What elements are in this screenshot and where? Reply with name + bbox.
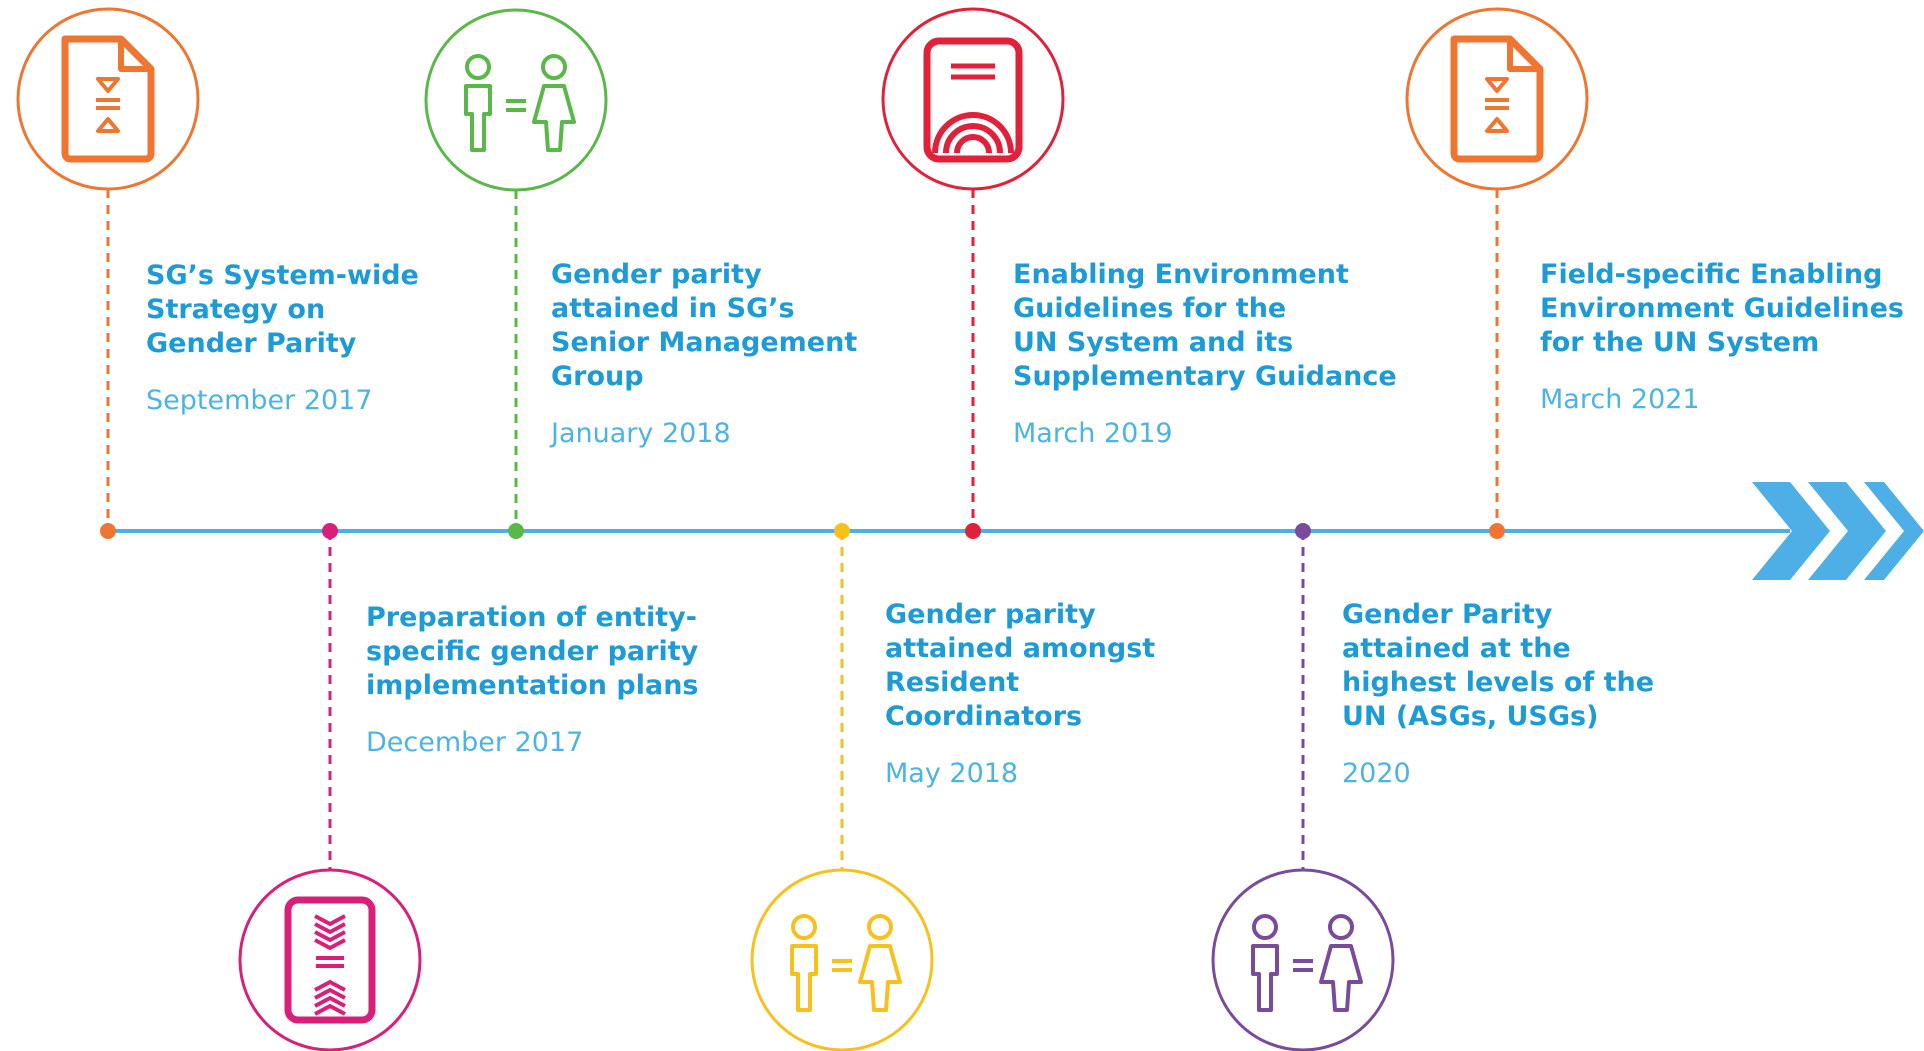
- milestone-dot: [322, 523, 338, 539]
- milestone-dot: [508, 523, 524, 539]
- event-date: September 2017: [146, 385, 373, 416]
- arrow-chevron: [1808, 482, 1886, 580]
- event-date: March 2021: [1540, 384, 1700, 415]
- event-date: January 2018: [551, 418, 731, 449]
- milestone-senior-management: [424, 8, 608, 539]
- event-date: May 2018: [885, 758, 1019, 789]
- event-title: Enabling Environment Guidelines for the …: [1013, 259, 1397, 392]
- event-date: March 2019: [1013, 418, 1173, 449]
- event-title: Gender parity attained amongst Resident …: [885, 599, 1156, 732]
- milestone-enabling-environment: [881, 7, 1065, 539]
- milestone-dot: [1489, 523, 1505, 539]
- event-implementation-plans: Preparation of entity- specific gender p…: [366, 601, 699, 758]
- milestone-implementation-plans: [238, 523, 422, 1051]
- arrow-chevron: [1752, 482, 1830, 580]
- document-icon: [61, 35, 155, 163]
- event-enabling-environment: Enabling Environment Guidelines for the …: [1013, 258, 1397, 449]
- milestone-resident-coordinators: [750, 523, 934, 1051]
- event-date: 2020: [1342, 758, 1411, 789]
- event-title: Field-specific Enabling Environment Guid…: [1540, 259, 1904, 358]
- milestone-field-specific: [1405, 7, 1589, 539]
- milestone-dot: [1295, 523, 1311, 539]
- event-sg-strategy: SG’s System-wide Strategy on Gender Pari…: [146, 259, 419, 416]
- event-title: Preparation of entity- specific gender p…: [366, 602, 699, 701]
- event-title: Gender parity attained in SG’s Senior Ma…: [551, 259, 858, 392]
- event-senior-management: Gender parity attained in SG’s Senior Ma…: [551, 258, 857, 449]
- milestone-dot: [965, 523, 981, 539]
- event-title: Gender Parity attained at the highest le…: [1342, 599, 1655, 732]
- milestone-dot: [834, 523, 850, 539]
- event-date: December 2017: [366, 727, 584, 758]
- event-resident-coordinators: Gender parity attained amongst Resident …: [885, 598, 1155, 789]
- event-title: SG’s System-wide Strategy on Gender Pari…: [146, 260, 419, 359]
- rainbow-document-icon: [923, 37, 1023, 163]
- milestone-sg-strategy: [16, 7, 200, 539]
- milestone-highest-levels: [1211, 523, 1395, 1051]
- gender-parity-icon: [464, 54, 576, 152]
- arrow-chevron: [1864, 482, 1924, 580]
- convergence-document-icon: [284, 896, 376, 1024]
- timeline-arrow-icon: [1752, 482, 1924, 580]
- document-icon: [1450, 35, 1544, 163]
- milestone-dot: [100, 523, 116, 539]
- gender-parity-icon: [790, 914, 902, 1012]
- event-highest-levels: Gender Parity attained at the highest le…: [1342, 598, 1654, 789]
- event-field-specific: Field-specific Enabling Environment Guid…: [1540, 258, 1904, 415]
- gender-parity-icon: [1251, 914, 1363, 1012]
